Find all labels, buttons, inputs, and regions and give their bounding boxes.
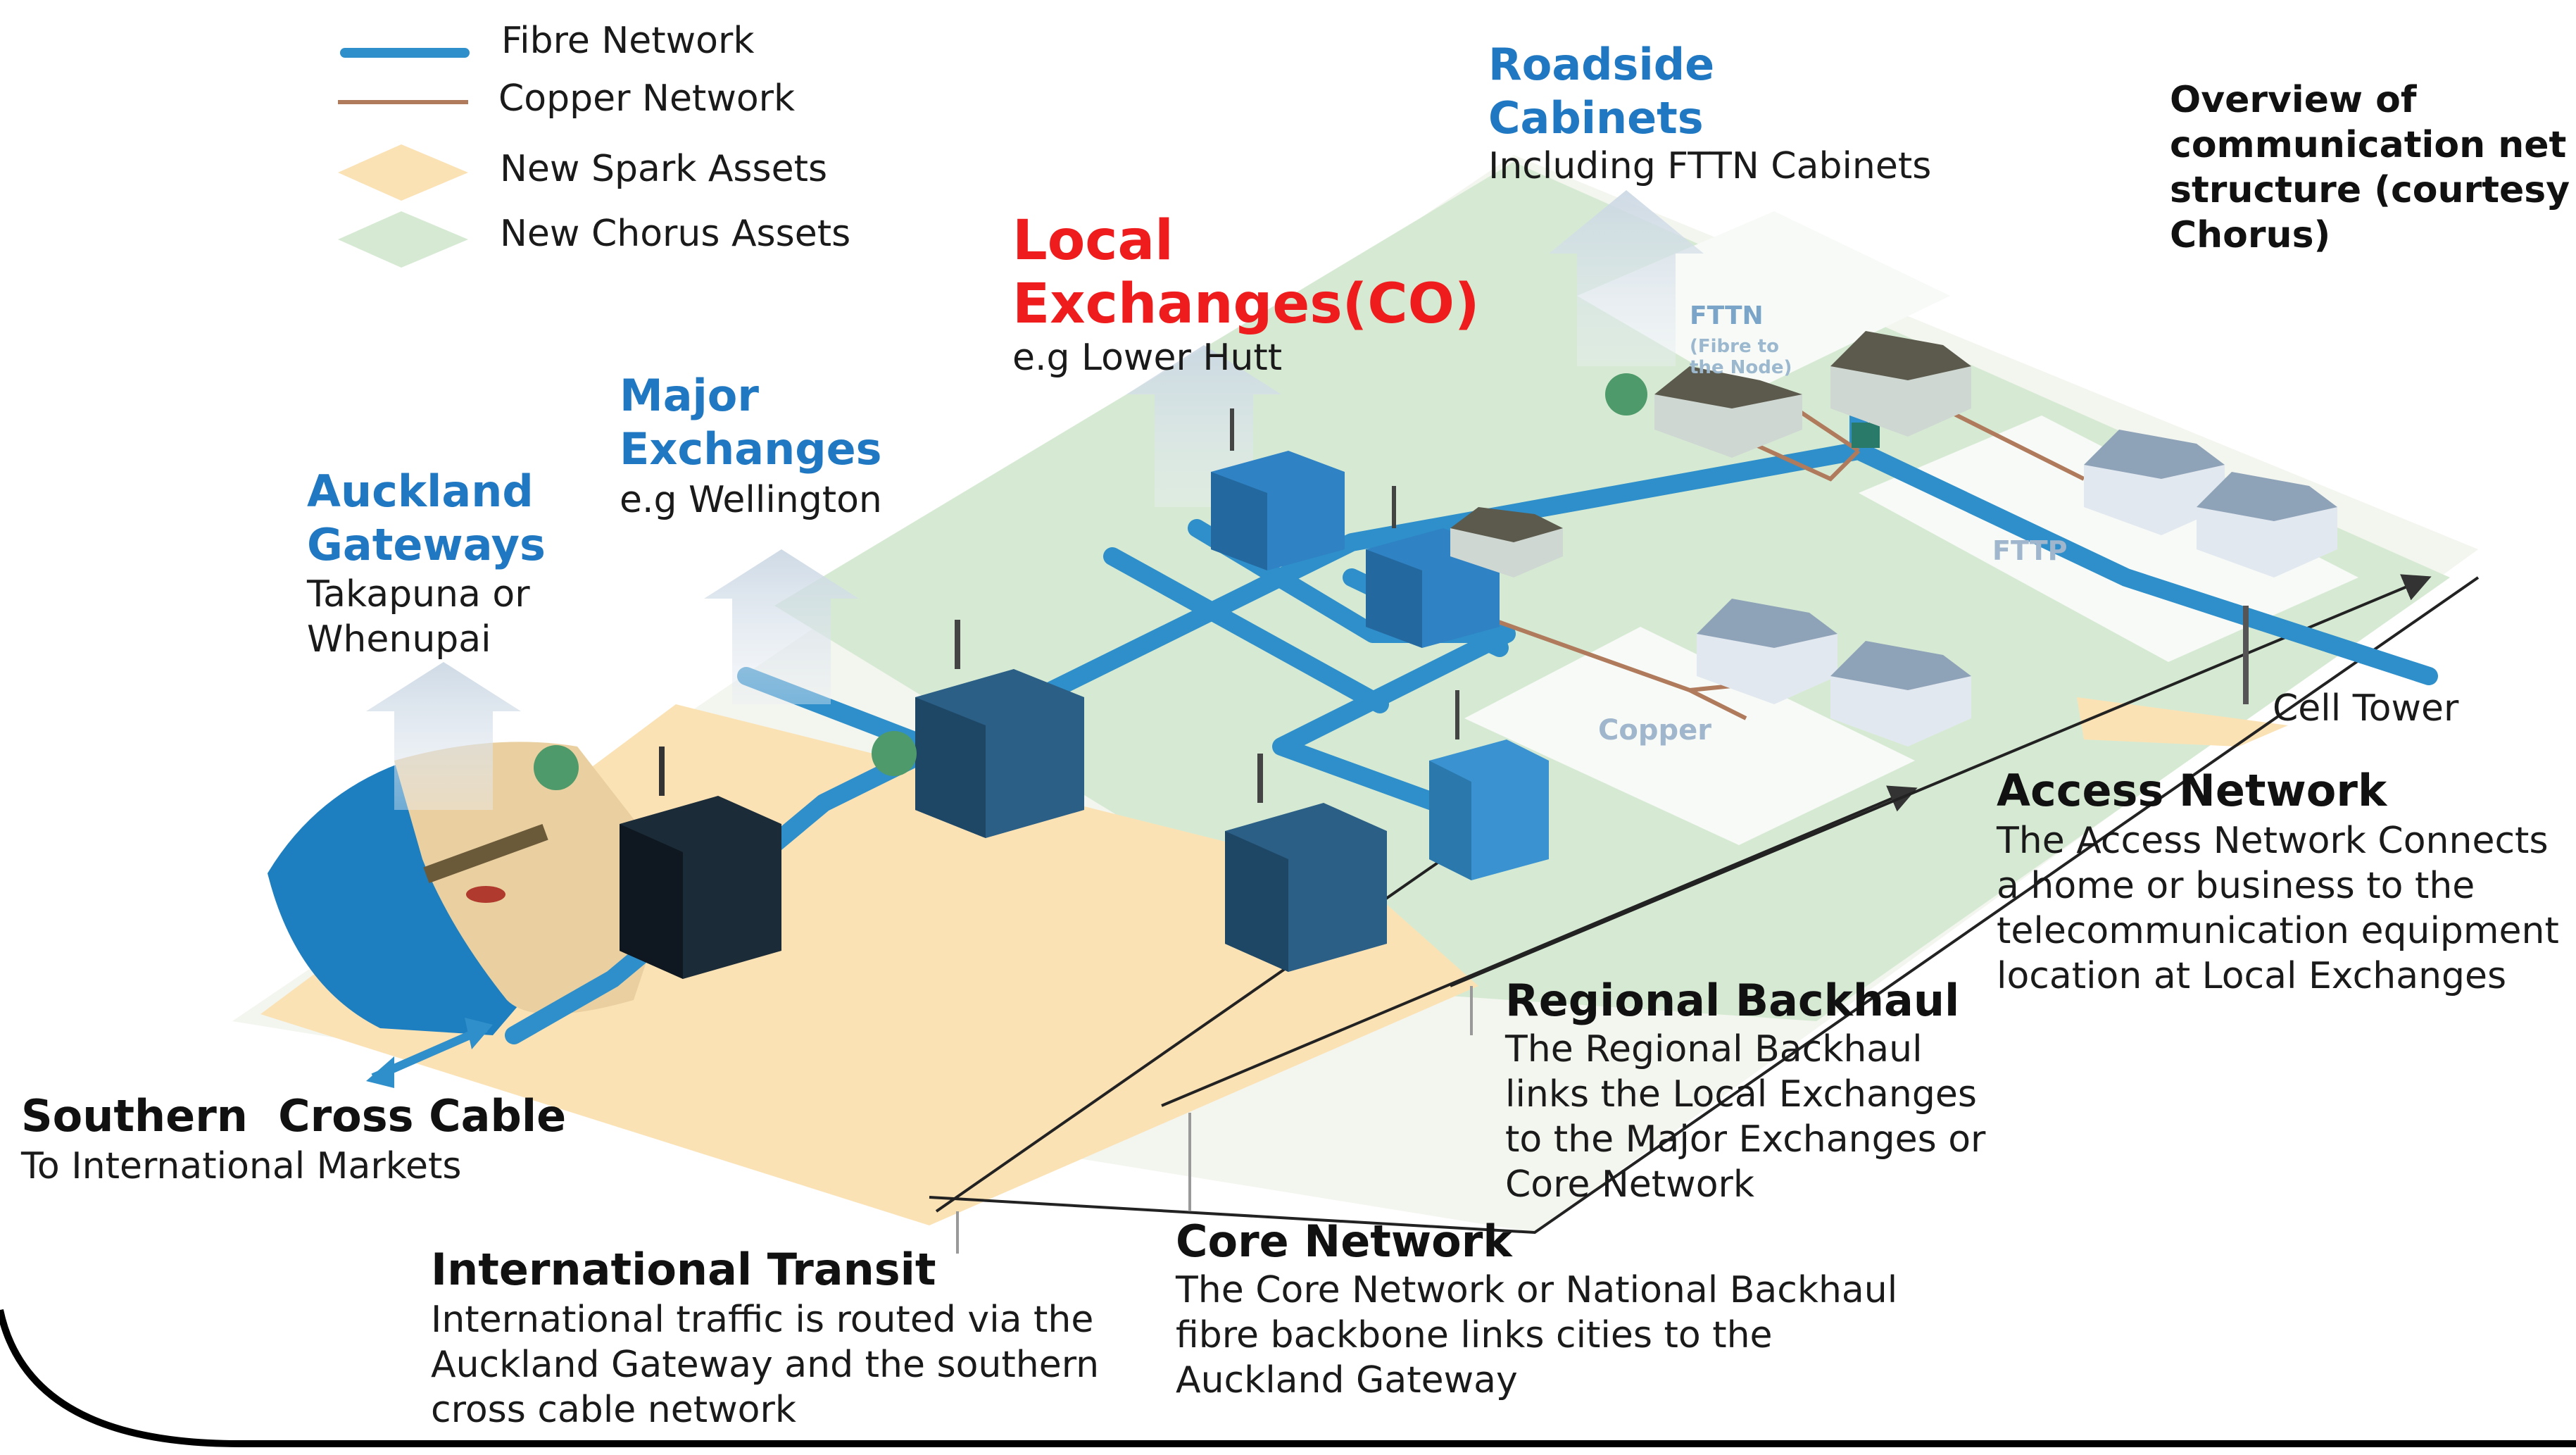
tree xyxy=(872,731,917,776)
southern-cross-title: Southern Cross Cable xyxy=(21,1090,567,1142)
access-network-title: Access Network xyxy=(1997,765,2387,816)
major-exchange-building xyxy=(915,620,1084,838)
house-local xyxy=(1450,507,1563,577)
roadside-cabinets-title: Roadside Cabinets xyxy=(1488,39,1715,144)
fttn-sub-label: (Fibre to the Node) xyxy=(1690,336,1792,378)
core-network-body: The Core Network or National Backhaul fi… xyxy=(1176,1269,1898,1401)
diagram-caption: Overview of communication net structure … xyxy=(2170,79,2570,256)
boat xyxy=(466,886,505,903)
core-exchange-building xyxy=(1225,754,1387,972)
local-exchange-building-3 xyxy=(1429,690,1549,880)
plot-fttp xyxy=(1859,416,2358,662)
international-transit-title: International Transit xyxy=(431,1244,936,1295)
arrow-roadside xyxy=(1549,190,1704,366)
up-arrows xyxy=(366,190,1704,810)
pier xyxy=(423,823,548,884)
major-exchanges-subtitle: e.g Wellington xyxy=(620,479,882,521)
international-transit-body: International traffic is routed via the … xyxy=(431,1299,1100,1431)
legend-spark-swatch xyxy=(338,144,468,201)
house-fttn-2 xyxy=(1830,331,1971,437)
legend-chorus-swatch xyxy=(338,211,468,268)
plot-copper xyxy=(1464,627,1915,845)
buildings xyxy=(620,408,2249,979)
house-fttp-2 xyxy=(2197,472,2337,577)
tree xyxy=(1605,373,1647,416)
transit-divider xyxy=(935,808,1516,1213)
fttp-label: FTTP xyxy=(1992,535,2068,566)
core-divider xyxy=(1161,785,1918,1107)
house-copper-1 xyxy=(1697,599,1837,704)
spark-assets-area-2 xyxy=(2077,697,2288,747)
fttn-cabinet xyxy=(1852,423,1880,448)
roadside-cabinets-subtitle: Including FTTN Cabinets xyxy=(1488,145,1932,187)
trees xyxy=(534,373,1647,790)
regional-backhaul-title: Regional Backhaul xyxy=(1505,975,1960,1026)
legend-copper-label: Copper Network xyxy=(498,77,796,120)
house-fttp-1 xyxy=(2084,430,2225,535)
house-fttn-1 xyxy=(1654,366,1802,458)
frame-curve xyxy=(0,1309,2576,1447)
southern-cross-body: To International Markets xyxy=(21,1145,462,1187)
houses xyxy=(1450,331,2337,747)
local-exchanges-title-a: Local xyxy=(1012,209,1174,273)
arrow-major xyxy=(704,549,859,704)
major-exchanges-title: Major Exchanges xyxy=(620,370,882,475)
local-exchanges-title-b: Exchanges(CO) xyxy=(1012,273,1480,336)
copper-label: Copper xyxy=(1598,714,1711,747)
regional-divider xyxy=(1450,574,2432,987)
legend-fibre-label: Fibre Network xyxy=(501,20,755,62)
cell-tower-label: Cell Tower xyxy=(2273,687,2459,730)
auckland-gateways-title: Auckland Gateways xyxy=(307,466,546,570)
regional-backhaul-body: The Regional Backhaul links the Local Ex… xyxy=(1505,1028,1986,1206)
house-copper-2 xyxy=(1830,641,1971,747)
fttn-label: FTTN xyxy=(1690,301,1764,330)
auckland-gateway-building xyxy=(620,747,781,979)
legend-chorus-label: New Chorus Assets xyxy=(500,213,851,255)
core-network-title: Core Network xyxy=(1176,1216,1512,1267)
platform-edge xyxy=(929,576,2480,1235)
legend-swatches xyxy=(338,48,470,268)
local-exchange-building-1 xyxy=(1211,408,1345,570)
local-exchanges-subtitle: e.g Lower Hutt xyxy=(1012,337,1283,379)
access-network-body: The Access Network Connects a home or bu… xyxy=(1997,820,2559,997)
auckland-gateways-subtitle: Takapuna or Whenupai xyxy=(307,573,530,661)
legend-spark-label: New Spark Assets xyxy=(500,148,828,190)
tree xyxy=(534,745,579,790)
arrow-auckland xyxy=(366,662,521,810)
